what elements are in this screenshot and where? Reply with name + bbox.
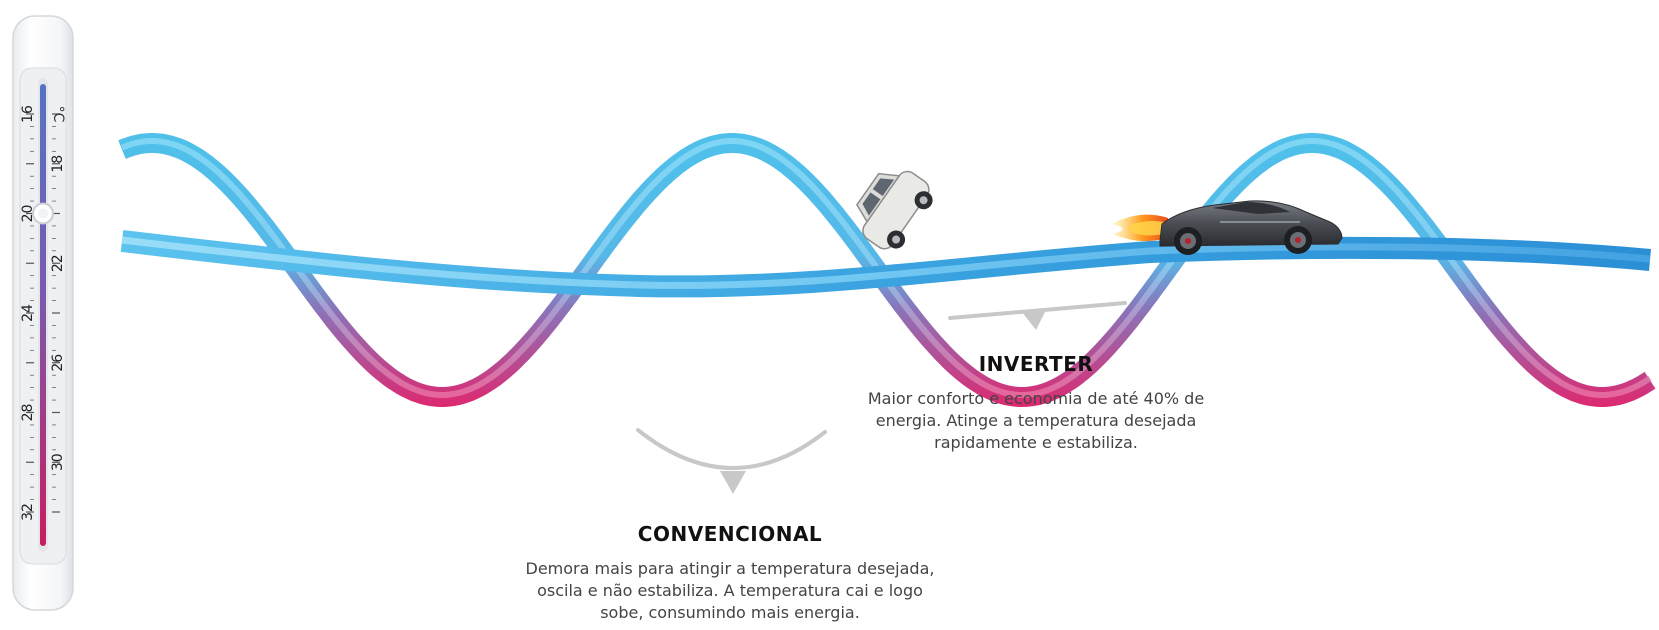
- thermometer-fill: [40, 84, 46, 546]
- thermometer-label: 16: [20, 105, 36, 123]
- inverter-title: INVERTER: [978, 352, 1094, 376]
- thermometer-label: 20: [20, 205, 36, 223]
- thermometer: 16 18 20 22 24 26 28 30 32 °C: [12, 15, 74, 611]
- thermometer-label: 28: [20, 404, 36, 422]
- inverter-description: Maior conforto e economia de até 40% de …: [867, 389, 1205, 452]
- inverter-bracket: [948, 301, 1127, 330]
- sports-car-icon: [1159, 200, 1343, 255]
- thermometer-scale: [26, 113, 60, 513]
- small-car-icon: [856, 170, 933, 250]
- thermometer-unit-label: °C: [50, 106, 66, 123]
- thermometer-label: 22: [50, 254, 66, 272]
- thermometer-label: 26: [50, 354, 66, 372]
- convencional-title: CONVENCIONAL: [637, 522, 823, 546]
- convencional-description: Demora mais para atingir a temperatura d…: [525, 559, 935, 622]
- inverter-line: [120, 230, 1652, 298]
- thermometer-label: 18: [50, 155, 66, 173]
- thermometer-label: 30: [50, 453, 66, 471]
- thermometer-labels: 16 18 20 22 24 26 28 30 32: [20, 105, 66, 521]
- thermometer-label: 24: [20, 304, 36, 322]
- thermometer-label: 32: [20, 503, 36, 521]
- conventional-bracket: [636, 428, 827, 494]
- flame-icon: [1112, 214, 1172, 242]
